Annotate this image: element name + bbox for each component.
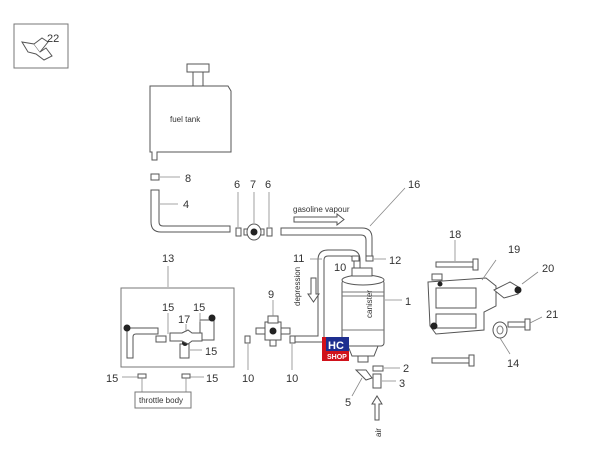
part-13-box [120, 287, 235, 368]
part-8-clamp [150, 173, 160, 181]
part-14-grommet [492, 321, 508, 339]
part-19-bracket [427, 273, 497, 335]
part-number-10-left: 10 [242, 373, 254, 385]
air-arrow [371, 395, 383, 421]
part-15-right-clamp [181, 373, 191, 379]
part-number-15-c: 15 [205, 346, 217, 358]
part-7-valve [243, 223, 265, 241]
part-3-tube [372, 373, 382, 389]
part-number-13: 13 [162, 253, 174, 265]
part-number-7: 7 [250, 179, 256, 191]
part-number-5: 5 [345, 397, 351, 409]
part-20-clip [493, 281, 522, 299]
part-number-4: 4 [183, 199, 189, 211]
depression-arrow [307, 277, 320, 303]
part-number-1: 1 [405, 296, 411, 308]
part-number-17: 17 [178, 314, 190, 326]
part-number-16: 16 [408, 179, 420, 191]
part-10-top-left [351, 255, 360, 262]
part-number-19: 19 [508, 244, 520, 256]
part-2-clamp [372, 365, 384, 372]
part-number-21: 21 [546, 309, 558, 321]
part-number-11: 11 [293, 253, 304, 265]
fuel-tank [149, 63, 232, 161]
part-18-screw [435, 258, 479, 271]
part-number-22: 22 [47, 33, 59, 45]
part-15-left-clamp [137, 373, 147, 379]
label-air: air [374, 428, 383, 437]
part-number-9: 9 [268, 289, 274, 301]
part-number-3: 3 [399, 378, 405, 390]
part-5-fitting [354, 369, 373, 381]
watermark-logo [322, 337, 349, 361]
label-fuel-tank: fuel tank [170, 115, 201, 124]
part-22-box [13, 23, 69, 69]
label-gasoline-vapour: gasoline vapour [293, 205, 350, 214]
part-number-10-right: 10 [286, 373, 298, 385]
part-10-left-clamp [244, 335, 251, 344]
part-number-18: 18 [449, 229, 461, 241]
part-number-15-d: 15 [106, 373, 118, 385]
part-number-15-e: 15 [206, 373, 218, 385]
label-canister: canister [365, 290, 374, 318]
label-throttle-body: throttle body [139, 396, 183, 405]
part-6-right [266, 227, 273, 237]
part-number-6-left: 6 [234, 179, 240, 191]
lower-screw [431, 354, 475, 367]
part-12-top-right [365, 255, 374, 262]
throttle-body-box [134, 391, 192, 409]
part-number-15-b: 15 [193, 302, 205, 314]
canister [341, 267, 385, 363]
part-number-6-right: 6 [265, 179, 271, 191]
part-number-8: 8 [185, 173, 191, 185]
part-21-bolt [507, 318, 531, 331]
part-13-hoses [123, 314, 216, 359]
part-number-2: 2 [403, 363, 409, 375]
part-10-right-clamp [289, 335, 296, 344]
part-number-14: 14 [507, 358, 519, 370]
part-9-valve [255, 315, 291, 347]
part-number-12: 12 [389, 255, 401, 267]
watermark-hc: HC [328, 340, 344, 352]
watermark-shop: SHOP [327, 354, 347, 361]
part-6-left [235, 227, 242, 237]
gasoline-vapour-arrow [293, 212, 345, 227]
part-4-hose [150, 189, 231, 233]
part-number-15-a: 15 [162, 302, 174, 314]
label-depression: depression [293, 267, 302, 306]
part-number-10-top: 10 [334, 262, 346, 274]
part-number-20: 20 [542, 263, 554, 275]
